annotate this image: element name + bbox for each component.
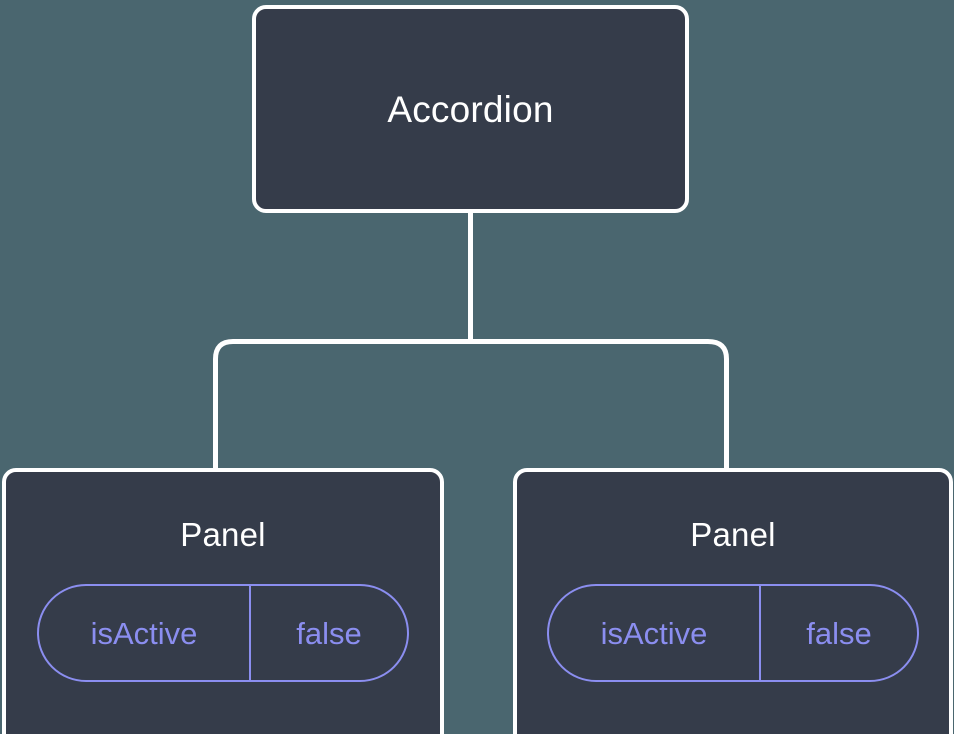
node-panel-1-label: Panel bbox=[180, 516, 266, 553]
node-panel-2-label: Panel bbox=[690, 516, 776, 553]
node-panel-2[interactable]: Panel isActive false bbox=[513, 468, 953, 734]
node-panel-1[interactable]: Panel isActive false bbox=[2, 468, 444, 734]
node-panel-1-prop-isactive[interactable]: isActive false bbox=[37, 584, 409, 682]
connector-branch-left bbox=[213, 339, 471, 470]
prop-key: isActive bbox=[549, 586, 761, 680]
prop-key: isActive bbox=[39, 586, 251, 680]
node-accordion[interactable]: Accordion bbox=[252, 5, 689, 213]
prop-value: false bbox=[296, 615, 362, 651]
prop-value: false bbox=[806, 615, 872, 651]
node-panel-2-prop-isactive[interactable]: isActive false bbox=[547, 584, 919, 682]
connector-branch-right bbox=[470, 339, 729, 470]
node-accordion-label: Accordion bbox=[387, 88, 554, 130]
